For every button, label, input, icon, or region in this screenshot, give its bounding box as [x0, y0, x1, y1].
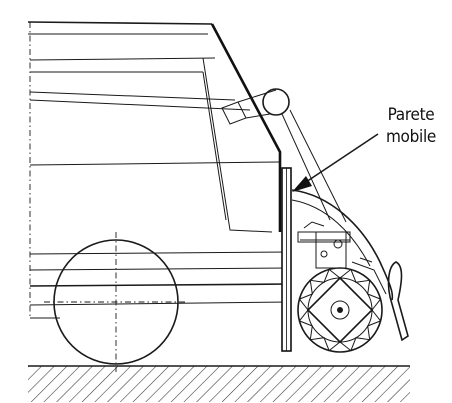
- front-mechanism: [291, 189, 409, 342]
- ground: [28, 365, 410, 402]
- movable-wall: [281, 167, 292, 352]
- label-line-1: Parete: [387, 105, 435, 125]
- rear-wheel: [44, 232, 188, 372]
- vehicle-body: [27, 21, 347, 319]
- movable-wall-label: Parete mobile: [372, 104, 450, 148]
- label-line-2: mobile: [385, 127, 437, 147]
- gear-wheel: [297, 267, 383, 353]
- label-leader-arrow: [292, 133, 379, 192]
